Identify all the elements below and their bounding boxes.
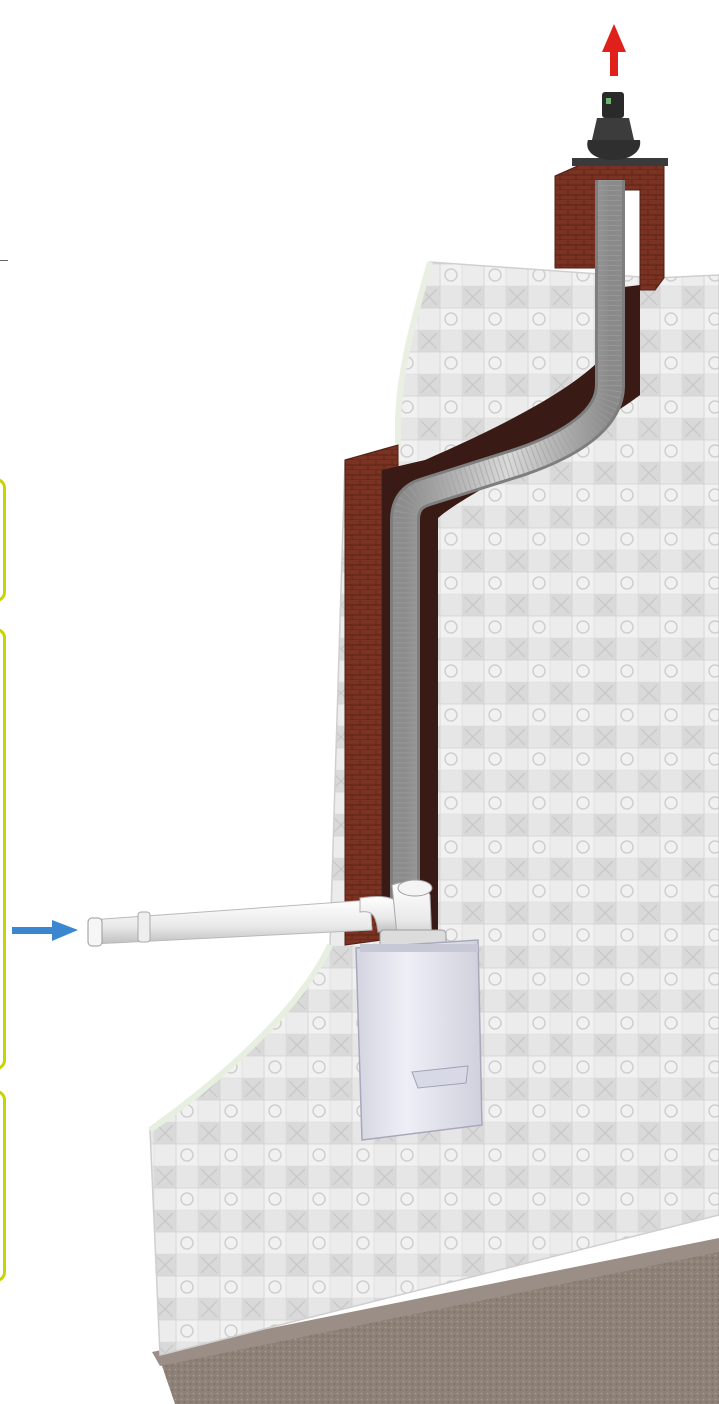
intake-arrow [12,920,78,941]
boiler [356,940,482,1140]
exhaust-arrow [602,24,626,76]
flue-terminal [587,92,640,160]
